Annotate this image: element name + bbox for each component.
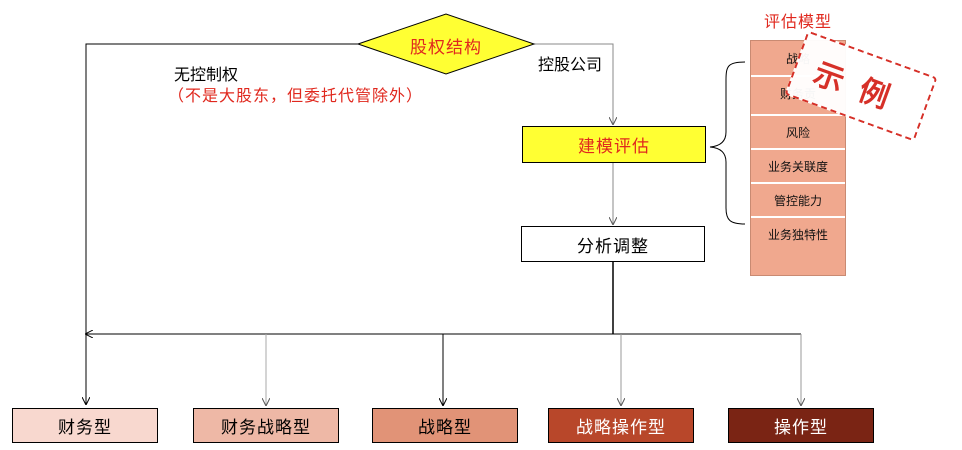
model-item-control-capability: 管控能力 <box>751 182 845 216</box>
no-control-label: 无控制权 <box>174 65 239 84</box>
right-branch-line <box>530 43 613 124</box>
modeling-assessment-label: 建模评估 <box>578 137 650 157</box>
equity-structure-label: 股权结构 <box>410 38 482 58</box>
equity-structure-diamond <box>356 13 536 75</box>
type-strategic: 战略型 <box>372 408 518 443</box>
type-financial: 财务型 <box>12 408 158 443</box>
model-item-risk: 风险 <box>751 114 845 148</box>
type-financial-label: 财务型 <box>58 418 112 438</box>
type-operational: 操作型 <box>728 408 874 443</box>
analysis-adjustment-box: 分析调整 <box>521 226 705 262</box>
type-operational-label: 操作型 <box>774 418 828 438</box>
type-strategic-operational: 战略操作型 <box>548 408 694 443</box>
holding-company-label: 控股公司 <box>538 55 603 74</box>
type-financial-strategic-label: 财务战略型 <box>221 418 311 438</box>
type-strategic-operational-label: 战略操作型 <box>576 418 666 438</box>
modeling-assessment-box: 建模评估 <box>522 126 706 163</box>
analysis-adjustment-label: 分析调整 <box>577 236 649 257</box>
model-item-business-uniqueness: 业务独特性 <box>751 216 845 250</box>
left-branch-line <box>86 43 360 404</box>
model-brace <box>709 61 746 225</box>
model-item-business-relevance: 业务关联度 <box>751 148 845 182</box>
type-strategic-label: 战略型 <box>418 418 472 438</box>
type-financial-strategic: 财务战略型 <box>193 408 339 443</box>
no-control-note: （不是大股东，但委托代管除外） <box>168 86 424 105</box>
evaluation-model-title: 评估模型 <box>763 12 832 31</box>
